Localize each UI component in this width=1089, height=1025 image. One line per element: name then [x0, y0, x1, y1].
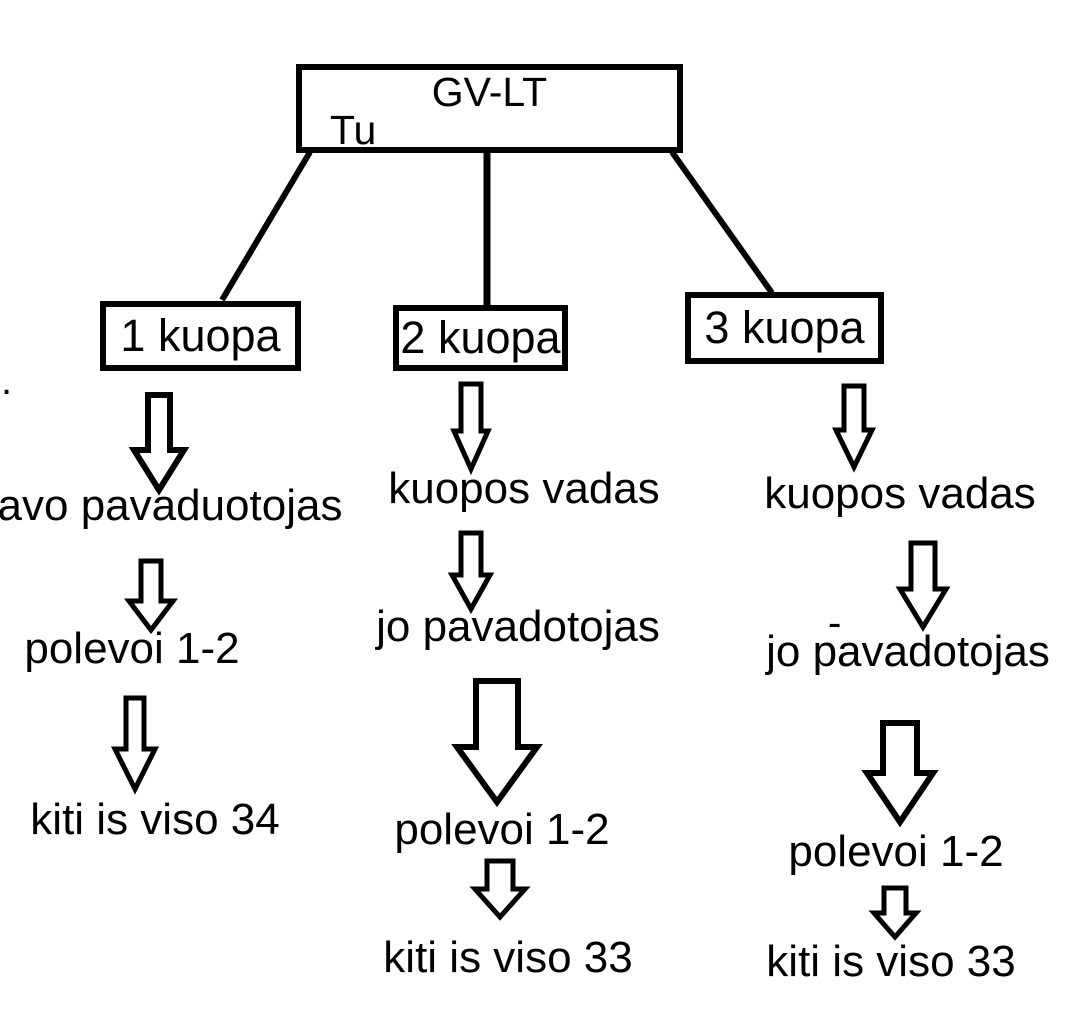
down-arrow-icon — [447, 530, 495, 615]
branch1-level3-label: kiti is viso 34 — [30, 795, 280, 844]
down-arrow-icon — [868, 885, 922, 941]
branch1-level2-label: polevoi 1-2 — [24, 624, 240, 673]
root-node-title: GV-LT — [431, 69, 548, 115]
node-box-2-kuopa: 2 kuopa — [393, 305, 568, 371]
node-box-3-kuopa: 3 kuopa — [685, 292, 884, 364]
branch2-level4-label: kiti is viso 33 — [383, 933, 633, 982]
connector-line-root-to-3 — [669, 150, 775, 295]
root-node-box: GV-LT Tu — [296, 64, 683, 153]
node-box-1-kuopa: 1 kuopa — [100, 301, 301, 371]
down-arrow-icon — [110, 695, 160, 795]
down-arrow-icon — [450, 381, 492, 476]
stray-dash-mark: - — [828, 601, 842, 645]
root-node-subtitle: Tu — [330, 107, 377, 153]
down-arrow-icon — [128, 392, 190, 496]
stray-dot-mark: . — [1, 359, 13, 403]
connector-line-root-to-1 — [219, 150, 313, 302]
branch3-level1-label: kuopos vadas — [764, 469, 1036, 518]
down-arrow-icon — [895, 540, 951, 632]
branch2-level2-label: jo pavadotojas — [376, 602, 660, 651]
branch3-level2-label: jo pavadotojas — [766, 627, 1050, 676]
down-arrow-icon — [832, 383, 876, 473]
down-arrow-icon — [861, 720, 939, 828]
down-arrow-icon — [451, 678, 543, 808]
branch1-level1-label: avo pavaduotojas — [0, 481, 343, 530]
branch2-level1-label: kuopos vadas — [388, 464, 660, 513]
branch3-level4-label: kiti is viso 33 — [766, 937, 1016, 986]
down-arrow-icon — [123, 558, 179, 635]
branch3-level3-label: polevoi 1-2 — [788, 827, 1004, 876]
branch2-level3-label: polevoi 1-2 — [394, 805, 610, 854]
down-arrow-icon — [469, 858, 531, 921]
